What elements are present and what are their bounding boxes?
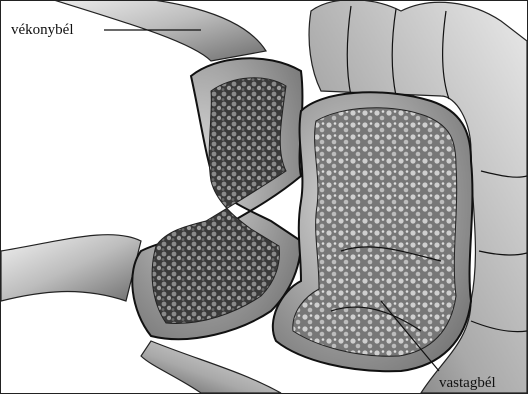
small-intestine-label: vékonybél bbox=[11, 22, 73, 38]
large-intestine-cut-section bbox=[273, 92, 473, 371]
large-intestine-label: vastagbél bbox=[439, 375, 496, 391]
small-intestine-cut-section bbox=[132, 58, 302, 339]
